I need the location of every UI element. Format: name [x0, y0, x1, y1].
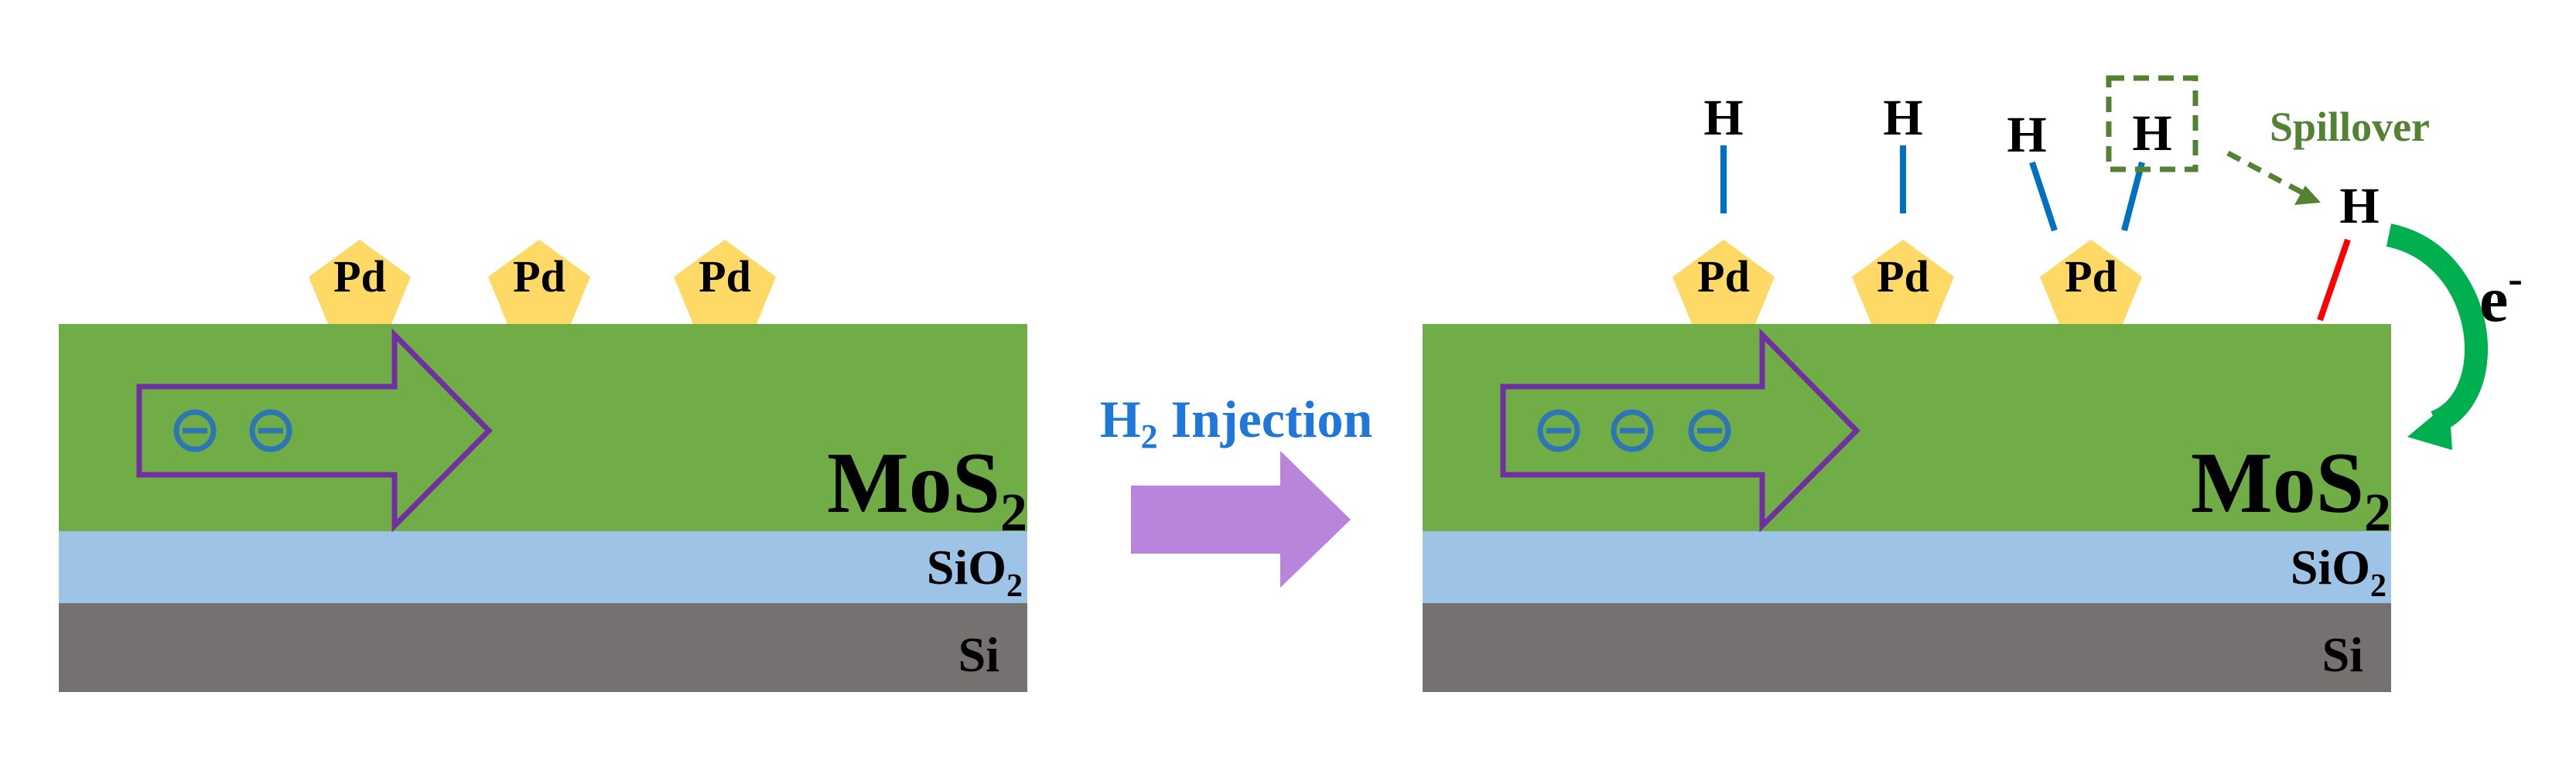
pd-label: Pd — [1877, 251, 1929, 302]
electron-icon — [1611, 409, 1654, 452]
left-panel: Pd Pd Pd MoS2 SiO2 Si — [59, 240, 1027, 692]
right-pd-particle-3: Pd — [2040, 240, 2142, 324]
pd-label: Pd — [333, 251, 386, 302]
right-mos2-label: MoS2 — [2191, 435, 2391, 543]
left-si-label: Si — [958, 627, 999, 682]
pd-h-bond — [2121, 161, 2145, 232]
left-mos2-label: MoS2 — [827, 435, 1027, 543]
injection-arrow — [1131, 451, 1351, 588]
hydrogen-atom: H — [2007, 107, 2046, 163]
electron-icon — [173, 409, 217, 452]
right-sio2-label: SiO2 — [2291, 540, 2386, 604]
right-pd-particle-2: Pd — [1852, 240, 1954, 324]
hydrogen-atom: H — [1883, 90, 1922, 146]
electron-icon — [1537, 409, 1580, 452]
electron-icon — [249, 409, 292, 452]
left-mos2-layer — [59, 324, 1027, 531]
injection-step: H2 Injection — [1100, 390, 1373, 588]
right-panel: Pd Pd Pd H H H H Spillover H e- Mo — [1423, 75, 2523, 692]
left-si-layer — [59, 603, 1027, 692]
spillover-label: Spillover — [2270, 104, 2430, 150]
hydrogen-atom: H — [2339, 178, 2379, 234]
hydrogen-atom: H — [1703, 90, 1743, 146]
right-pd-particle-1: Pd — [1672, 240, 1775, 324]
left-pd-particle-3: Pd — [674, 240, 776, 324]
right-sio2-layer — [1423, 531, 2391, 603]
right-current-arrow — [1500, 328, 1860, 533]
left-electrons — [173, 409, 292, 452]
right-electrons — [1537, 409, 1731, 452]
pd-h-bond — [2029, 161, 2058, 232]
hydrogen-atom: H — [2132, 105, 2171, 162]
pd-label: Pd — [1697, 251, 1750, 302]
spillover-source-box — [2106, 75, 2198, 172]
spillover-arrowhead — [2294, 186, 2321, 205]
right-si-label: Si — [2322, 627, 2363, 682]
left-current-arrow — [136, 328, 493, 533]
electron-transfer-arrowhead — [2407, 402, 2452, 450]
left-sio2-label: SiO2 — [927, 540, 1023, 604]
mos2-h-bond — [2317, 238, 2351, 322]
electron-transfer-arrow — [2386, 223, 2488, 433]
injection-label: H2 Injection — [1100, 390, 1373, 455]
electron-transfer-label: e- — [2479, 255, 2523, 336]
right-mos2-layer — [1423, 324, 2391, 531]
pd-label: Pd — [2065, 251, 2117, 302]
right-si-layer — [1423, 603, 2391, 692]
left-sio2-layer — [59, 531, 1027, 603]
left-pd-particle-2: Pd — [488, 240, 590, 324]
electron-icon — [1688, 409, 1731, 452]
pd-label: Pd — [699, 251, 751, 302]
pd-label: Pd — [513, 251, 565, 302]
left-pd-particle-1: Pd — [309, 240, 411, 324]
spillover-arrow — [2226, 150, 2305, 196]
